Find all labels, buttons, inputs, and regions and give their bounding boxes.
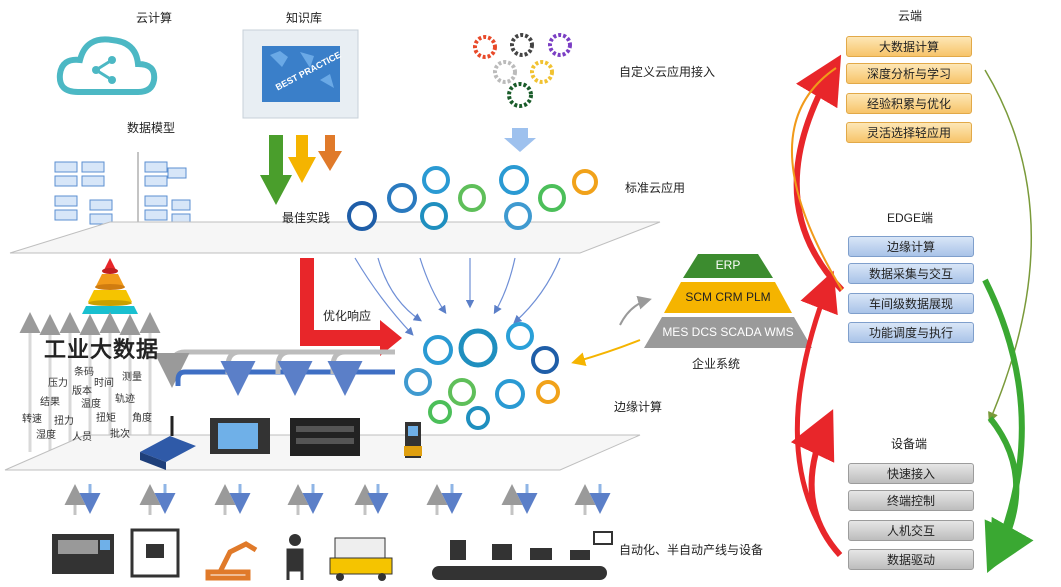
cloud-item-deep-learning: 深度分析与学习 [846,63,972,84]
data-word: 扭力 [54,416,74,427]
device-end-title: 设备端 [891,437,928,451]
optimize-response-arrow [300,258,402,356]
custom-gears-icon [473,33,572,108]
loop-arrows [154,349,395,396]
data-model-diagram [54,152,191,232]
cloud-platform-plane [9,221,661,254]
big-data-arrows [19,312,161,452]
cloud-to-device-olive-arrow [984,69,1032,423]
data-word: 压力 [48,378,68,389]
cloud-icon [56,36,158,95]
pyramid-mes-label: MES DCS SCADA WMS [662,325,794,339]
automation-lines-label: 自动化、半自动产线与设备 [619,543,764,557]
knowledge-base-label: 知识库 [286,11,323,25]
standard-gears-icon [347,165,598,231]
edge-item-collection: 数据采集与交互 [848,263,974,284]
cloud-item-experience: 经验积累与优化 [846,93,972,114]
data-word: 结果 [40,397,60,408]
cloud-computing-label: 云计算 [136,11,173,25]
device-to-edge-red-arrow-2 [794,270,842,557]
enterprise-to-edge-arrow [571,339,641,366]
edge-devices-icon [140,416,422,470]
data-word: 批次 [110,429,130,440]
data-word: 角度 [132,413,152,424]
cloud-item-light-apps: 灵活选择轻应用 [846,122,972,143]
enterprise-system-label: 企业系统 [692,357,741,371]
cloud-end-title: 云端 [898,9,923,23]
edge-computing-label: 边缘计算 [614,400,663,414]
edge-end-title: EDGE端 [887,211,934,225]
data-word: 温度 [81,399,101,410]
edge-to-device-green-arrow-2 [987,416,1034,571]
data-model-label: 数据模型 [127,121,176,135]
device-item-fast-access: 快速接入 [848,463,974,484]
device-item-data-driven: 数据驱动 [848,549,974,570]
edge-to-enterprise-arrow [619,295,652,326]
industrial-big-data-label: 工业大数据 [44,337,160,362]
data-word: 时间 [94,378,114,389]
data-word: 测量 [122,372,142,383]
edge-gears-icon [404,322,560,430]
pyramid-scm-label: SCM CRM PLM [685,290,771,304]
device-item-hmi: 人机交互 [848,520,974,541]
device-item-terminal-control: 终端控制 [848,490,974,511]
edge-to-cloud-orange-arrow [790,67,843,291]
device-edge-arrows [64,484,611,515]
data-word: 扭矩 [96,413,116,424]
edge-item-scheduling: 功能调度与执行 [848,322,974,343]
edge-item-computing: 边缘计算 [848,236,974,257]
data-word: 转速 [22,414,42,425]
data-word: 轨迹 [115,394,135,405]
best-practice-label: 最佳实践 [282,211,331,225]
data-word: 湿度 [36,430,56,441]
cloud-to-edge-arrows [354,257,561,336]
data-word: 条码 [74,367,94,378]
enterprise-pyramid [644,254,812,348]
standard-cloud-app-label: 标准云应用 [625,181,686,195]
top-arrows [260,128,536,205]
pyramid-erp-label: ERP [715,258,741,272]
pyramid-small-icon [82,258,138,314]
cloud-item-big-data: 大数据计算 [846,36,972,57]
optimize-response-label: 优化响应 [323,309,372,323]
edge-to-cloud-red-arrow [793,54,845,293]
data-word: 版本 [72,386,92,397]
custom-cloud-app-label: 自定义云应用接入 [619,65,716,79]
puzzle-image [242,29,359,119]
production-equipment-icons [52,528,613,581]
data-word: 人员 [72,432,92,443]
edge-item-display: 车间级数据展现 [848,293,974,314]
